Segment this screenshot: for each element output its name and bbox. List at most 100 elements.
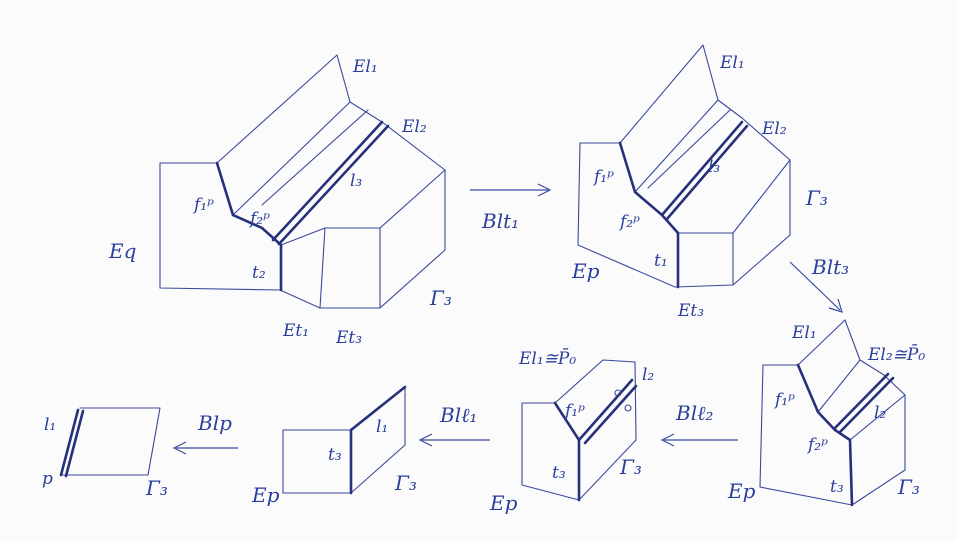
fig2-label-f1: f₁ᵖ bbox=[592, 167, 614, 187]
fig1-label-eq: Eq bbox=[108, 239, 136, 263]
fig4-point-marker bbox=[614, 389, 622, 397]
arrow-2-label: Blt₃ bbox=[811, 255, 849, 279]
fig4-label-l2: l₂ bbox=[642, 365, 654, 385]
fig2-curve-l3b bbox=[665, 124, 749, 221]
arrow-4: Blℓ₁ bbox=[418, 403, 490, 447]
arrow-3-label: Blℓ₂ bbox=[675, 401, 713, 425]
figure-6: l₁ p Γ₃ bbox=[42, 407, 168, 500]
fig3-label-l2: l₂ bbox=[874, 403, 886, 423]
fig2-label-et3: Et₃ bbox=[677, 301, 704, 321]
fig3-label-t3: t₃ bbox=[830, 477, 844, 497]
fig3-label-g3: Γ₃ bbox=[897, 475, 920, 499]
fig2-face-ep bbox=[577, 142, 676, 288]
fig4-curve-l2b bbox=[583, 384, 638, 445]
fig3-label-f1: f₁ᵖ bbox=[773, 390, 795, 410]
arrow-3: Blℓ₂ bbox=[660, 401, 738, 447]
arrow-3-head bbox=[660, 433, 675, 447]
fig2-face-el1 bbox=[619, 44, 719, 193]
fig2-label-ep: Ep bbox=[571, 259, 600, 283]
fig6-label-g3: Γ₃ bbox=[145, 476, 168, 500]
fig1-right-faces bbox=[319, 121, 446, 309]
fig3-label-el2: El₂≅P̄₀ bbox=[867, 343, 925, 365]
fig1-label-el1: El₁ bbox=[352, 57, 378, 77]
fig2-curve-l3a bbox=[660, 120, 744, 217]
fig3-face-ep bbox=[759, 364, 853, 506]
arrow-4-head bbox=[418, 433, 433, 447]
fig3-edge bbox=[859, 359, 885, 376]
figure-5: t₃ l₁ Γ₃ Ep bbox=[251, 385, 417, 507]
arrow-1: Blt₁ bbox=[470, 183, 552, 233]
fig6-curve-l1a bbox=[59, 408, 80, 477]
fig2-box bbox=[677, 232, 734, 286]
fig4-label-f1: f₁ᵖ bbox=[563, 401, 585, 421]
fig5-label-ep: Ep bbox=[251, 483, 280, 507]
fig4-label-ep: Ep bbox=[489, 491, 518, 515]
fig2-label-f2: f₂ᵖ bbox=[618, 212, 640, 232]
fig1-label-l3: l₃ bbox=[350, 171, 362, 191]
figure-4: El₁≅P̄₀ l₂ f₁ᵖ t₃ Γ₃ Ep bbox=[489, 347, 654, 515]
fig2-label-el1: El₁ bbox=[719, 53, 745, 73]
fig2-right-faces bbox=[674, 117, 791, 288]
arrow-4-label: Blℓ₁ bbox=[439, 403, 477, 427]
arrow-5-head bbox=[172, 441, 187, 455]
fig5-label-t3: t₃ bbox=[328, 445, 342, 465]
fig1-face-eq bbox=[159, 162, 281, 291]
fig1-box bbox=[280, 227, 381, 309]
fig4-top bbox=[521, 359, 636, 404]
fig1-edge bbox=[319, 227, 326, 309]
arrow-1-label: Blt₁ bbox=[481, 209, 519, 233]
fig3-curve-l2b bbox=[838, 376, 895, 434]
fig1-label-f2: f₂ᵖ bbox=[248, 209, 270, 229]
fig5-label-l1: l₁ bbox=[376, 417, 388, 437]
fig3-curve-f bbox=[796, 363, 854, 507]
arrow-5: Blp bbox=[172, 411, 238, 455]
arrow-2-head bbox=[828, 298, 843, 313]
fig4-label-el1: El₁≅P̄₀ bbox=[518, 347, 576, 369]
fig1-label-et1: Et₁ bbox=[282, 321, 309, 341]
fig1-edge bbox=[379, 169, 446, 229]
fig1-curve-l3b bbox=[277, 124, 390, 246]
fig3-label-el1: El₁ bbox=[791, 323, 817, 343]
arrow-2: Blt₃ bbox=[789, 255, 849, 313]
figure-2: El₁ El₂ l₃ f₁ᵖ f₂ᵖ Γ₃ Ep t₁ Et₃ bbox=[571, 44, 828, 321]
fig4-point-marker bbox=[624, 404, 632, 412]
arrow-2-shaft bbox=[789, 261, 841, 311]
fig4-label-t3: t₃ bbox=[552, 463, 566, 483]
fig4-label-g3: Γ₃ bbox=[619, 455, 642, 479]
fig5-label-g3: Γ₃ bbox=[394, 471, 417, 495]
fig1-edge bbox=[261, 109, 369, 206]
fig2-label-g3: Γ₃ bbox=[805, 186, 828, 210]
fig6-label-l1: l₁ bbox=[44, 415, 56, 435]
fig1-label-et3: Et₃ bbox=[335, 328, 362, 348]
fig1-curve-l3a bbox=[271, 120, 384, 242]
fig6-label-p: p bbox=[42, 469, 53, 489]
fig5-curve-l1 bbox=[349, 385, 407, 432]
fig3-edge bbox=[849, 394, 906, 441]
fig1-face-el1 bbox=[216, 54, 351, 216]
fig4-curve-l2a bbox=[577, 378, 634, 442]
fig2-label-el2: El₂ bbox=[761, 119, 787, 139]
fig3-label-ep: Ep bbox=[727, 479, 756, 503]
fig3-curve-l2a bbox=[833, 372, 890, 430]
fig4-face-ep bbox=[521, 402, 580, 501]
fig1-label-t2: t₂ bbox=[252, 263, 266, 283]
fig2-label-l3: l₃ bbox=[708, 157, 720, 177]
fig6-parallelogram bbox=[61, 407, 161, 476]
fig2-edge bbox=[717, 99, 743, 119]
fig1-label-g3: Γ₃ bbox=[429, 286, 452, 310]
fig3-right-faces bbox=[851, 374, 906, 506]
fig1-edge bbox=[279, 289, 321, 309]
fig2-edge bbox=[647, 109, 731, 189]
fig3-face-el1 bbox=[797, 319, 861, 413]
arrow-5-label: Blp bbox=[197, 411, 232, 435]
arrow-1-head bbox=[537, 183, 552, 197]
fig6-curve-l1b bbox=[64, 409, 85, 478]
fig1-label-f1: f₁ᵖ bbox=[192, 195, 214, 215]
fig2-label-t1: t₁ bbox=[654, 251, 668, 271]
fig2-edge bbox=[732, 159, 791, 234]
fig1-curve-f bbox=[215, 161, 283, 292]
figure-1: El₁ El₂ l₃ f₁ᵖ f₂ᵖ Eq t₂ Et₁ Et₃ Γ₃ bbox=[108, 54, 452, 348]
figure-3: El₁ El₂≅P̄₀ f₁ᵖ f₂ᵖ l₂ Ep t₃ Γ₃ bbox=[727, 319, 925, 507]
fig1-label-el2: El₂ bbox=[401, 117, 427, 137]
